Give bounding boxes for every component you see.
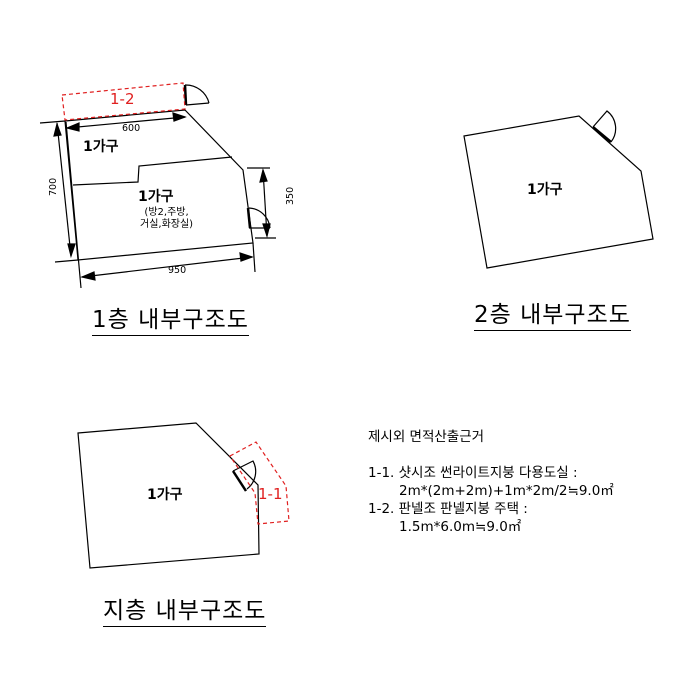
floor1-partition (72, 156, 233, 186)
floor1-side-door (248, 207, 271, 229)
floor1-outline (64, 109, 254, 261)
note-1-1-calc: 2m*(2m+2m)+1m*2m/2≒9.0㎡ (399, 483, 614, 499)
floor2-plan (463, 110, 654, 269)
annex-1-1-label: 1-1 (258, 485, 283, 503)
note-1-2-label: 1-2. 판넬조 판넬지붕 주택 : (368, 501, 528, 517)
floor2-door (592, 110, 617, 143)
notes-heading: 제시외 면적산출근거 (368, 429, 485, 445)
floor1-unit-detail: (방2,주방, 거실,화장실) (140, 207, 194, 230)
note-1-1-label: 1-1. 샷시조 썬라이트지붕 다용도실 : (368, 465, 578, 481)
floor2-unit-label: 1가구 (527, 182, 563, 198)
basement-plan (77, 422, 260, 569)
floor2-outline (463, 115, 654, 269)
floor1-annex-1-2 (61, 82, 186, 121)
floor1-plan (39, 84, 276, 289)
dim-bottom-950: 950 (168, 265, 187, 276)
floor1-top-door (184, 84, 210, 104)
basement-unit-label: 1가구 (147, 487, 183, 503)
note-1-2-calc: 1.5m*6.0m≒9.0㎡ (399, 519, 522, 535)
annex-1-2-label: 1-2 (110, 90, 135, 108)
basement-outline (77, 422, 260, 569)
dim-left-700: 700 (48, 177, 59, 196)
dim-top-600: 600 (122, 123, 141, 134)
basement-annex-1-1 (229, 441, 290, 525)
floor1-unit-main-label: 1가구 (138, 189, 174, 205)
basement-door (232, 460, 257, 490)
floor2-title: 2층 내부구조도 (474, 301, 631, 331)
area-calculation-notes: 제시외 면적산출근거 1-1. 샷시조 썬라이트지붕 다용도실 : 2m*(2m… (368, 428, 614, 536)
floor1-title: 1층 내부구조도 (92, 306, 249, 336)
floor1-unit-top-label: 1가구 (83, 139, 119, 155)
dim-right-350: 350 (285, 186, 296, 205)
basement-title: 지층 내부구조도 (103, 597, 267, 627)
